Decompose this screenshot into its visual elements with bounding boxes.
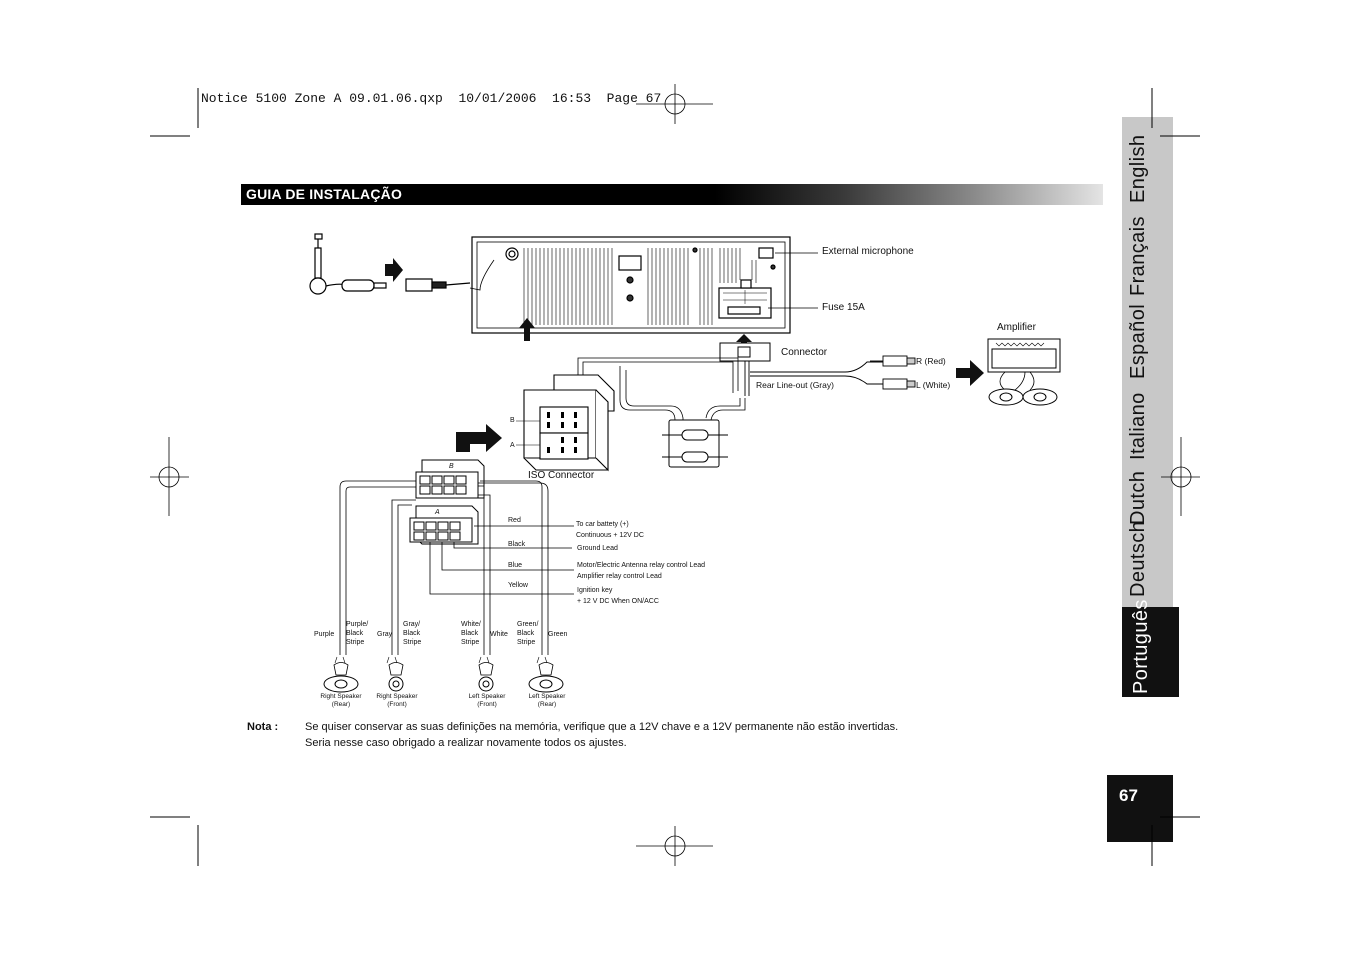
- speaker-right-front-label: Right Speaker (Front): [372, 693, 422, 709]
- speaker-left-front-label: Left Speaker (Front): [462, 693, 512, 709]
- block-a-label: A: [435, 509, 440, 516]
- note-line-1: Se quiser conservar as suas definições n…: [305, 721, 899, 733]
- wire-white-black-label-2: Black: [461, 630, 479, 637]
- external-microphone-label: External microphone: [822, 246, 914, 257]
- print-slug: Notice 5100 Zone A 09.01.06.qxp 10/01/20…: [201, 91, 662, 106]
- wire-red-desc2: Continuous + 12V DC: [576, 532, 644, 539]
- wire-blue-desc2: Amplifier relay control Lead: [577, 573, 662, 580]
- page-number-box: [1107, 775, 1173, 842]
- speaker-icons: [323, 656, 564, 693]
- amplifier-icon: [987, 338, 1061, 406]
- registration-marks: [150, 84, 1200, 866]
- speaker-right-rear-line2: (Rear): [331, 701, 351, 708]
- head-unit: [471, 236, 818, 334]
- arrow-right-icon-3: [456, 424, 502, 452]
- amplifier-label: Amplifier: [997, 322, 1036, 333]
- iso-b-label: B: [510, 417, 515, 424]
- wire-white-black-label-1: White/: [461, 621, 481, 628]
- speaker-left-rear-line1: Left Speaker: [528, 693, 566, 700]
- wire-white-black-label-3: Stripe: [461, 639, 480, 646]
- wire-black-label: Black: [508, 541, 526, 548]
- iso-a-label: A: [510, 442, 515, 449]
- speaker-right-front-line2: (Front): [387, 701, 407, 708]
- wire-purple-black-label-3: Stripe: [346, 639, 365, 646]
- speaker-right-rear-label: Right Speaker (Rear): [316, 693, 366, 709]
- rear-line-out-label: Rear Line-out (Gray): [756, 380, 834, 390]
- language-strip-active: [1122, 607, 1179, 697]
- fuse-label: Fuse 15A: [822, 302, 865, 313]
- wire-green-black-label-2: Black: [517, 630, 535, 637]
- wire-blue-desc1: Motor/Electric Antenna relay control Lea…: [577, 562, 706, 569]
- wire-red-label: Red: [508, 517, 521, 524]
- wire-gray-black-label-3: Stripe: [403, 639, 422, 646]
- arrow-up-icon: [519, 318, 535, 341]
- iso-pins: [547, 412, 577, 453]
- wire-green-black-label-1: Green/: [517, 621, 539, 628]
- wire-gray-black-label-2: Black: [403, 630, 421, 637]
- iso-connector-label: ISO Connector: [528, 470, 595, 481]
- section-title: GUIA DE INSTALAÇÃO: [246, 186, 403, 202]
- iso-cable: [577, 357, 746, 430]
- heatsink-fins: [523, 248, 767, 325]
- wire-yellow-desc1: Ignition key: [577, 587, 613, 594]
- speaker-left-rear-label: Left Speaker (Rear): [522, 693, 572, 709]
- rca-connector: [719, 342, 771, 362]
- arrow-up-icon-2: [736, 334, 752, 347]
- page-number: 67: [1119, 786, 1138, 805]
- wire-blue-label: Blue: [508, 562, 523, 569]
- wire-gray-label: Gray: [377, 631, 393, 638]
- wire-purple-black-label-2: Black: [346, 630, 364, 637]
- wire-purple-black-label-1: Purple/: [346, 621, 369, 628]
- wire-white-label: White: [490, 631, 508, 638]
- harness-block-a: [409, 505, 479, 545]
- l-white-label: L (White): [916, 380, 951, 390]
- power-wires: [429, 525, 574, 595]
- wire-green-label: Green: [548, 631, 568, 638]
- speaker-wires: [339, 480, 549, 655]
- speaker-left-rear-line2: (Rear): [537, 701, 557, 708]
- language-strip: [1122, 117, 1173, 607]
- wire-green-black-label-3: Stripe: [517, 639, 536, 646]
- section-header-bar: [241, 184, 1103, 205]
- speaker-left-front-line1: Left Speaker: [468, 693, 506, 700]
- wire-yellow-label: Yellow: [508, 582, 528, 589]
- rca-leads: [744, 355, 916, 396]
- note-label: Nota :: [247, 721, 279, 733]
- note-line-2: Seria nesse caso obrigado a realizar nov…: [305, 737, 627, 749]
- wire-yellow-desc2: + 12 V DC When ON/ACC: [577, 598, 659, 605]
- connector-label: Connector: [781, 347, 828, 358]
- wire-purple-label: Purple: [314, 631, 335, 638]
- speaker-right-front-line1: Right Speaker: [376, 693, 418, 700]
- inline-fuse-holder: [662, 419, 728, 468]
- arrow-right-icon-2: [956, 360, 984, 386]
- speaker-left-front-line2: (Front): [477, 701, 497, 708]
- antenna-icon: [309, 233, 471, 295]
- harness-block-b: [415, 459, 485, 499]
- speaker-right-rear-line1: Right Speaker: [320, 693, 362, 700]
- wire-gray-black-label-1: Gray/: [403, 621, 421, 628]
- iso-connector-icon: [516, 374, 615, 472]
- r-red-label: R (Red): [916, 356, 946, 366]
- wire-red-desc1: To car battety (+): [576, 521, 629, 528]
- crop-marks: [150, 88, 1200, 866]
- arrow-right-icon: [385, 258, 403, 282]
- block-b-label: B: [449, 463, 454, 470]
- wire-black-desc1: Ground Lead: [577, 545, 618, 552]
